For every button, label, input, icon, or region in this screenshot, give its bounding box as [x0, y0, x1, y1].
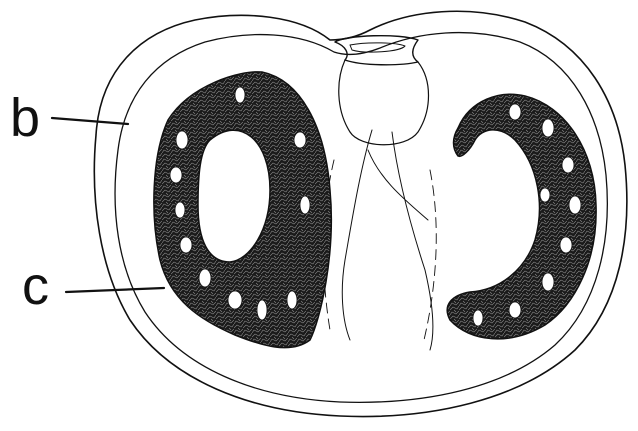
callout-line-b — [52, 118, 128, 124]
label-c: c — [22, 256, 49, 316]
septum-dashed — [324, 160, 437, 340]
right-locule — [447, 94, 596, 338]
columella-center — [342, 130, 433, 350]
stem-inner — [350, 43, 405, 52]
columella-outline — [339, 60, 429, 145]
stem-scar — [335, 36, 418, 65]
label-b: b — [10, 88, 40, 148]
